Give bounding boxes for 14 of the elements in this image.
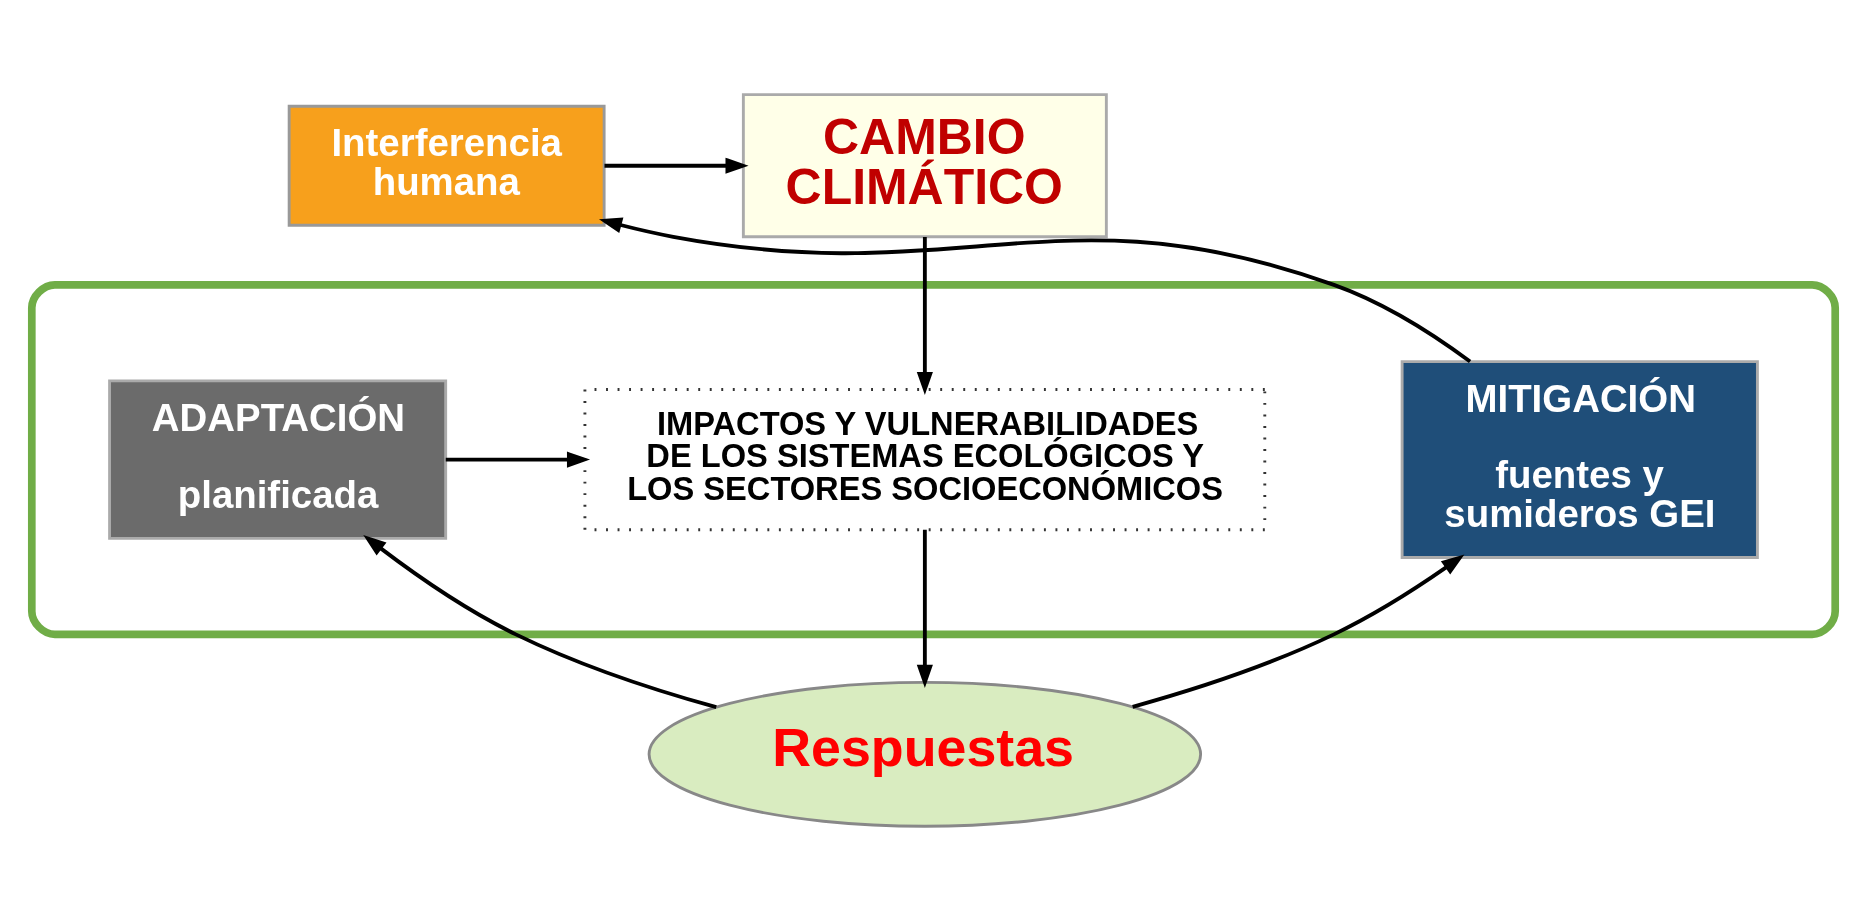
arrow xyxy=(916,236,933,395)
arrow xyxy=(445,451,591,468)
arrow xyxy=(604,157,749,174)
node-box: MITIGACIÓN fuentes y sumideros GEI xyxy=(1400,359,1759,559)
arrow xyxy=(599,216,1472,363)
node-box: IMPACTOS Y VULNERABILIDADES DE LOS SISTEMAS ECOLÓGICOS Y LOS SECTORES SOCIOECONÓMICOS xyxy=(583,387,1267,531)
arrow xyxy=(1132,554,1465,709)
node-box: Interferencia humana xyxy=(287,104,606,227)
arrow xyxy=(916,529,933,688)
node-ellipse: Respuestas xyxy=(647,680,1203,828)
arrow xyxy=(363,534,717,709)
node-box: ADAPTACIÓN planificada xyxy=(108,378,448,540)
node-box: CAMBIO CLIMÁTICO xyxy=(741,92,1108,238)
cluster xyxy=(27,280,1840,638)
